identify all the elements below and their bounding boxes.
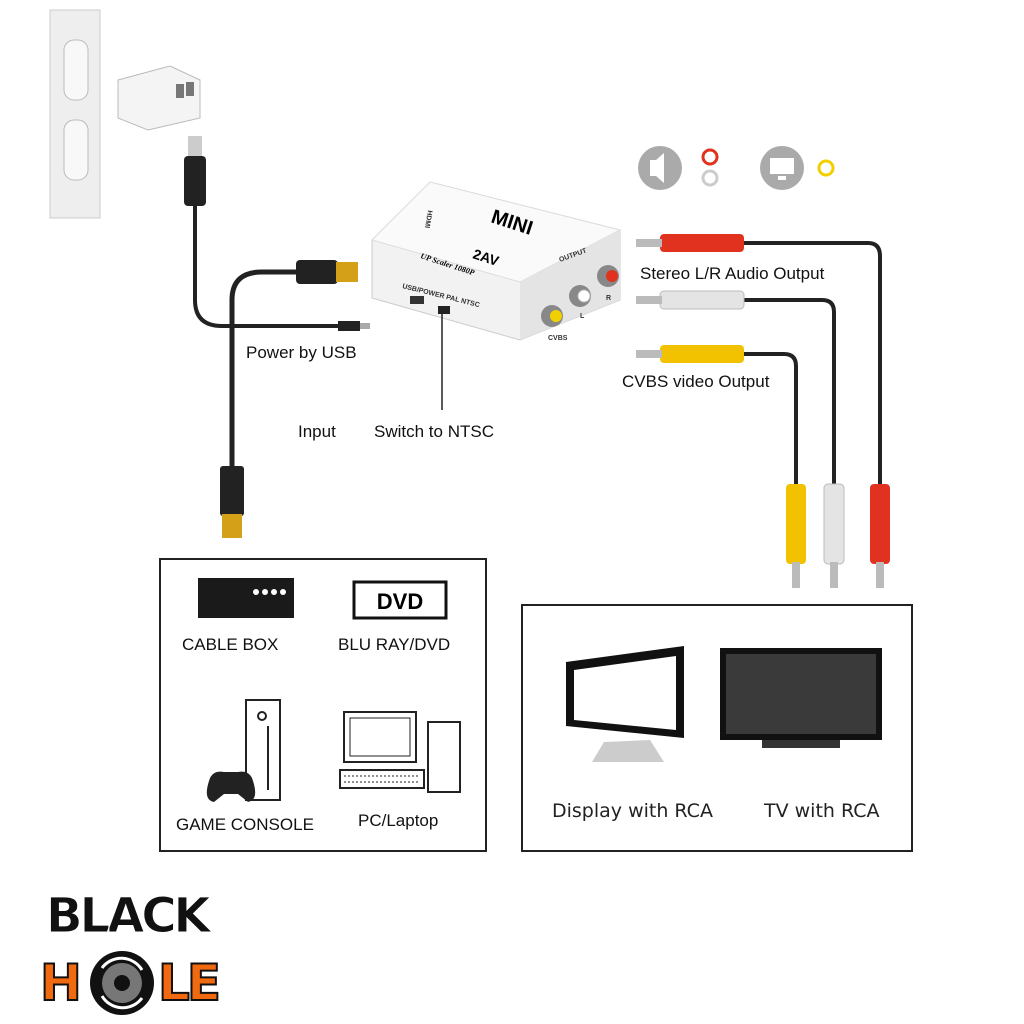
cable-box-icon bbox=[198, 578, 294, 618]
model-label: 2AV bbox=[471, 246, 501, 270]
black-hole-logo: BLACK H LE bbox=[39, 888, 222, 1015]
converter-box: MINI 2AV UP Scaler 1080P USB/POWER PAL N… bbox=[371, 181, 622, 410]
audio-jacks-icon bbox=[701, 148, 719, 187]
switch-label: Switch to NTSC bbox=[374, 422, 494, 441]
video-jack-icon bbox=[817, 159, 835, 177]
usb-charger-icon bbox=[117, 65, 201, 131]
displays-panel: Display with RCA TV with RCA bbox=[521, 604, 913, 852]
usb-cable bbox=[184, 136, 370, 331]
usb-port bbox=[410, 296, 424, 304]
hdmi-cable bbox=[220, 260, 358, 538]
display-label-monitor: Display with RCA bbox=[552, 800, 713, 822]
l-label: L bbox=[580, 313, 585, 320]
audio-output-label: Stereo L/R Audio Output bbox=[640, 264, 825, 283]
dvd-icon: DVD bbox=[352, 580, 448, 620]
speaker-icon bbox=[638, 146, 682, 190]
video-output-label: CVBS video Output bbox=[622, 372, 770, 391]
source-label-cable-box: CABLE BOX bbox=[182, 635, 278, 654]
input-label: Input bbox=[298, 422, 336, 441]
logo-h: H bbox=[40, 954, 82, 1012]
display-label-tv: TV with RCA bbox=[763, 800, 880, 822]
logo-line1: BLACK bbox=[46, 888, 213, 944]
source-label-pc: PC/Laptop bbox=[358, 811, 438, 830]
dvd-badge: DVD bbox=[377, 589, 423, 614]
tv-icon bbox=[720, 648, 882, 748]
source-label-game-console: GAME CONSOLE bbox=[176, 815, 314, 834]
source-label-dvd: BLU RAY/DVD bbox=[338, 635, 450, 654]
swirl-icon bbox=[90, 951, 154, 1015]
wall-outlet-icon bbox=[49, 9, 101, 219]
monitor-small-icon bbox=[760, 146, 804, 190]
game-console-icon bbox=[206, 699, 281, 802]
pal-ntsc-switch[interactable] bbox=[438, 306, 450, 314]
sources-panel: CABLE BOX DVD BLU RAY/DVD GAME CONSOLE P… bbox=[159, 558, 487, 852]
rca-cables bbox=[636, 234, 890, 588]
cvbs-label: CVBS bbox=[548, 335, 568, 342]
hdmi-label: HDMI bbox=[423, 210, 433, 229]
r-label: R bbox=[606, 295, 611, 302]
monitor-icon bbox=[566, 646, 684, 762]
desktop-pc-icon bbox=[339, 711, 461, 793]
logo-le: LE bbox=[158, 954, 218, 1012]
power-label: Power by USB bbox=[246, 343, 357, 362]
